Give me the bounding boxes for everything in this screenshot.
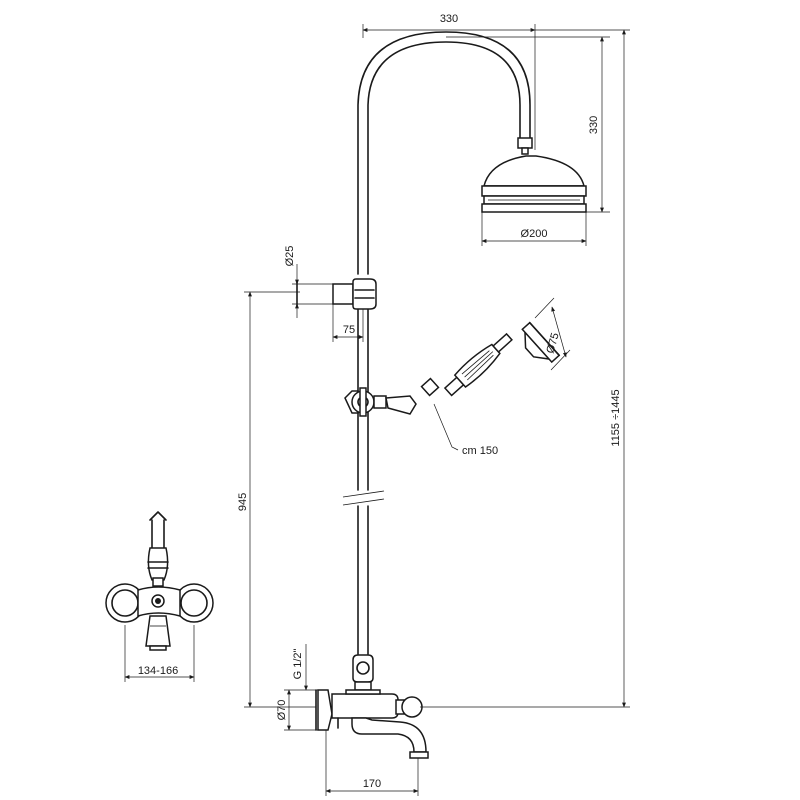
dimension-labels: 330 330 Ø200 Ø25 75 Ø75 cm 150 1155 ÷144… — [138, 13, 622, 790]
label-head-diameter: Ø200 — [521, 228, 548, 240]
label-head-height: 330 — [588, 116, 600, 134]
dimension-lines — [124, 24, 630, 796]
label-top-width: 330 — [440, 13, 458, 25]
label-hand-shower-diameter: Ø75 — [544, 332, 561, 355]
label-mixer-height: 945 — [237, 493, 249, 511]
label-thread: G 1/2" — [292, 649, 304, 680]
riser-rail — [342, 31, 531, 655]
slider-holder — [344, 387, 417, 417]
hand-shower — [420, 321, 561, 397]
label-wall-pipe-diameter: Ø25 — [284, 246, 296, 267]
shower-head — [481, 137, 587, 213]
mixer-side-view — [105, 511, 214, 651]
label-inlet-spacing: 134-166 — [138, 665, 178, 677]
label-hose-length: cm 150 — [462, 445, 498, 457]
wall-bracket — [296, 278, 377, 310]
label-wall-offset: 75 — [343, 324, 355, 336]
label-escutcheon-diameter: Ø70 — [276, 700, 288, 721]
label-total-height: 1155 ÷1445 — [610, 389, 622, 446]
label-spout-reach: 170 — [363, 778, 381, 790]
mixer-body — [315, 654, 429, 759]
